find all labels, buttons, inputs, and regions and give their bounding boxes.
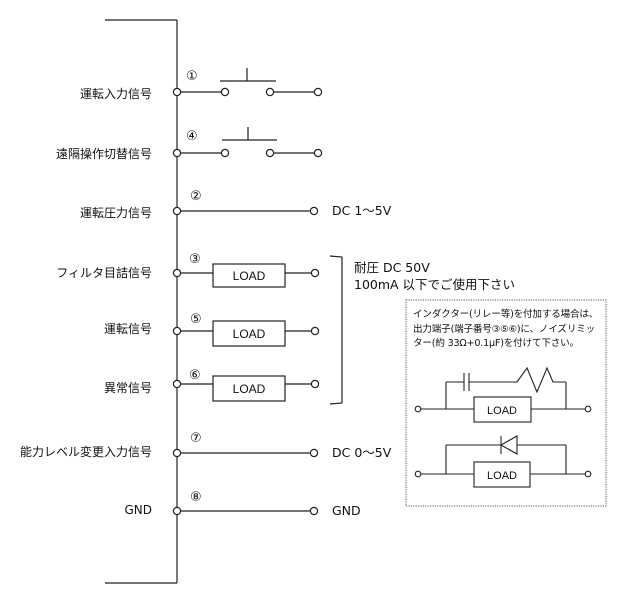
row-load-3 [172,263,320,288]
terminal-circle [172,206,182,216]
end-terminal-circle [309,506,319,516]
terminal-circle [172,326,182,336]
load-box [473,461,531,488]
end-label: DC 0〜5V [332,445,392,460]
end-label: GND [332,503,361,518]
end-terminal-circle [310,379,320,389]
end-terminal-circle [584,405,592,413]
output-group-bracket [329,255,343,405]
terminal-circle [172,87,182,97]
load-box [473,396,532,423]
end-terminal-circle [414,470,422,478]
row-load-6 [172,375,320,402]
rating-line-1: 耐圧 DC 50V [354,260,430,275]
row-line-8 [172,506,319,516]
terminal-number: ① [186,69,198,84]
signal-label: 運転信号 [103,322,152,336]
snubber-diode-circuit [414,435,592,488]
resistor-icon [516,366,566,394]
diode-icon [499,435,518,455]
load-label: LOAD [233,327,266,341]
switch-contact-circle [265,148,275,158]
terminal-number: ⑧ [190,490,202,505]
signal-label: 運転入力信号 [79,87,152,101]
note-box-border [405,299,607,507]
signal-label: 遠隔操作切替信号 [55,147,152,161]
load-label: LOAD [233,382,266,396]
load-box [212,263,286,288]
terminal-number: ② [190,189,202,204]
load-label: LOAD [487,405,517,417]
row-load-5 [172,320,320,347]
load-box [212,375,286,402]
terminal-number: ③ [189,252,201,267]
end-label: DC 1〜5V [332,203,392,218]
terminal-circle [172,268,182,278]
terminal-circle [172,448,182,458]
signal-label: 異常信号 [103,381,152,395]
end-terminal-circle [310,268,320,278]
end-terminal-circle [313,148,323,158]
terminal-number: ⑦ [190,431,202,446]
switch-contact-circle [220,148,230,158]
signal-label: フィルタ目詰信号 [56,266,152,280]
row-switch-4 [172,127,323,158]
terminal-number: ⑥ [189,368,201,383]
row-line-7 [172,448,319,458]
end-terminal-circle [414,405,422,413]
noise-limiter-note: インダクター(リレー等)を付加する場合は、出力端子(端子番号③⑤⑥)に、ノイズリ… [413,309,599,349]
terminal-circle [172,506,182,516]
output-rating: 耐圧 DC 50V 100mA 以下でご使用下さい [354,259,515,293]
rating-line-2: 100mA 以下でご使用下さい [354,277,516,292]
end-terminal-circle [309,206,319,216]
load-label: LOAD [233,269,266,283]
terminal-number: ⑤ [190,312,202,327]
load-box [212,320,286,347]
switch-contact-circle [265,87,275,97]
end-terminal-circle [309,448,319,458]
terminal-number: ④ [186,129,198,144]
terminal-circle [172,379,182,389]
signal-label: 能力レベル変更入力信号 [19,445,152,459]
switch-contact-circle [220,87,230,97]
load-label: LOAD [487,470,517,482]
end-terminal-circle [313,87,323,97]
end-terminal-circle [584,470,592,478]
row-switch-1 [172,68,323,97]
end-terminal-circle [310,326,320,336]
terminal-circle [172,148,182,158]
snubber-rc-circuit [414,366,592,423]
signal-label: 運転圧力信号 [79,206,152,220]
signal-label: GND [124,503,152,517]
row-line-2 [172,206,319,216]
